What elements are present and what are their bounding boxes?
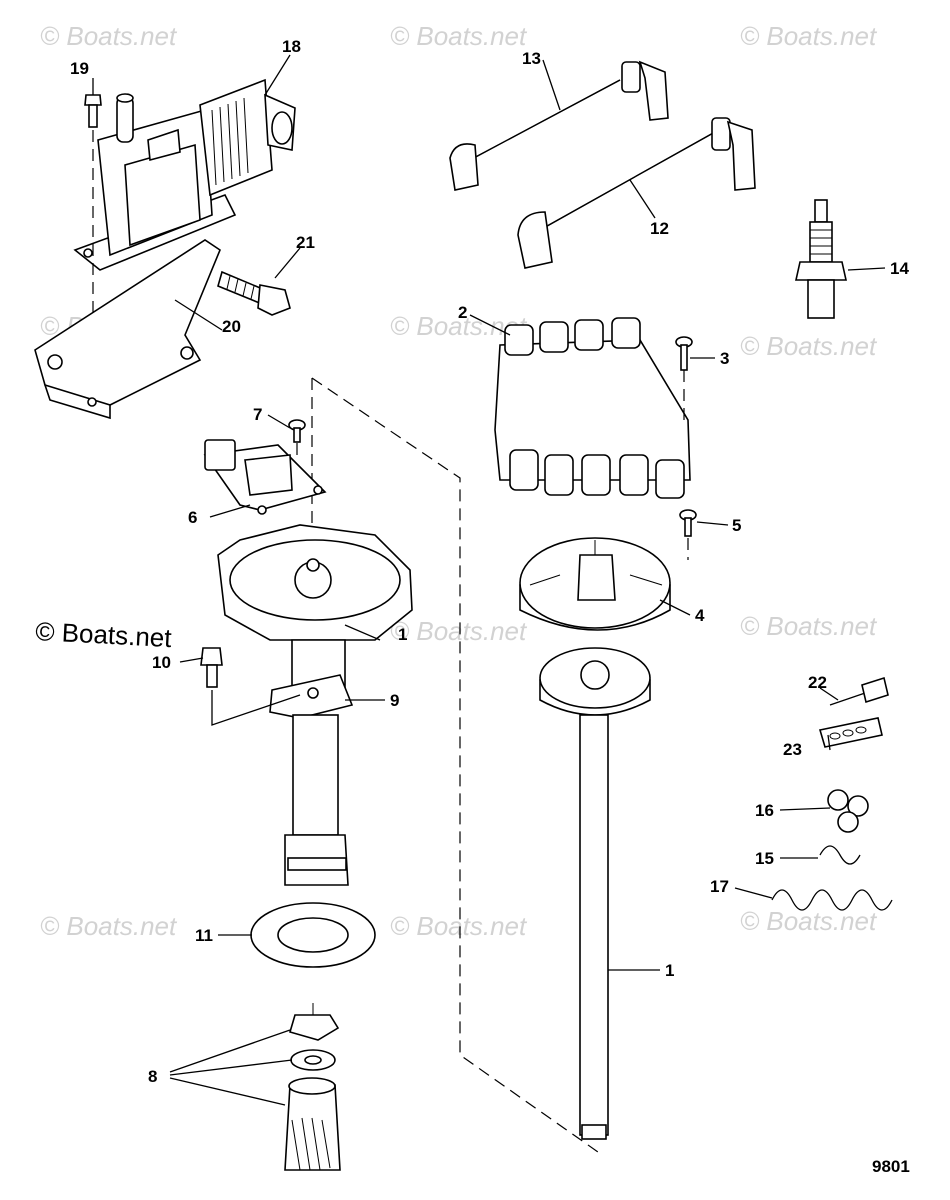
clip-15	[819, 845, 861, 865]
callout-2: 2	[458, 303, 467, 322]
part-23	[818, 717, 883, 748]
callout-1: 1	[665, 961, 674, 980]
part-22	[829, 676, 889, 706]
distributor-shaft	[539, 647, 651, 1140]
drive-gear-set-8	[284, 1003, 341, 1171]
watermark: © Boats.net	[740, 21, 878, 51]
screw-3	[675, 336, 693, 420]
primary-watermark: © Boats.net	[35, 616, 173, 653]
bolt-10	[200, 647, 223, 688]
callout-15: 15	[755, 849, 774, 868]
callout-10: 10	[152, 653, 171, 672]
spark-plug-14	[795, 199, 847, 319]
callout-4: 4	[695, 606, 705, 625]
callout-3: 3	[720, 349, 729, 368]
watermark: © Boats.net	[40, 911, 178, 941]
callout-19: 19	[70, 59, 89, 78]
watermark: © Boats.net	[740, 906, 878, 936]
callout-21: 21	[296, 233, 315, 252]
callout-7: 7	[253, 405, 262, 424]
ignition-coil	[73, 78, 296, 271]
distributor-housing	[217, 524, 413, 886]
figure-number: 9801	[872, 1157, 910, 1176]
clip-17	[771, 889, 893, 911]
callout-16: 16	[755, 801, 774, 820]
callout-1: 1	[398, 625, 407, 644]
callout-5: 5	[732, 516, 741, 535]
clip-16	[827, 789, 869, 833]
callout-22: 22	[808, 673, 827, 692]
callout-labels: 1 1 2 3 4 5 6 7 8 9 10 11 12 13 14 15 16…	[70, 37, 909, 1086]
washer-11	[250, 902, 376, 968]
screw-7	[288, 419, 306, 455]
watermark: © Boats.net	[40, 21, 178, 51]
callout-20: 20	[222, 317, 241, 336]
watermark: © Boats.net	[740, 611, 878, 641]
callout-14: 14	[890, 259, 909, 278]
leader-lines	[92, 54, 886, 1106]
callout-13: 13	[522, 49, 541, 68]
bracket-20	[34, 239, 221, 420]
spark-plug-wire-12	[517, 117, 756, 269]
callout-6: 6	[188, 508, 197, 527]
distributor-cap-2	[494, 317, 691, 499]
watermark: © Boats.net	[390, 616, 528, 646]
callout-23: 23	[783, 740, 802, 759]
callout-17: 17	[710, 877, 729, 896]
bolt-21	[217, 270, 291, 316]
callout-8: 8	[148, 1067, 157, 1086]
screw-5	[679, 509, 697, 560]
watermark: © Boats.net	[390, 911, 528, 941]
watermark: © Boats.net	[740, 331, 878, 361]
watermark: © Boats.net	[390, 21, 528, 51]
callout-11: 11	[195, 926, 213, 945]
callout-18: 18	[282, 37, 301, 56]
rotor-4	[519, 537, 671, 631]
callout-9: 9	[390, 691, 399, 710]
sensor-6	[203, 439, 327, 515]
callout-12: 12	[650, 219, 669, 238]
spark-plug-wire-13	[449, 60, 669, 191]
